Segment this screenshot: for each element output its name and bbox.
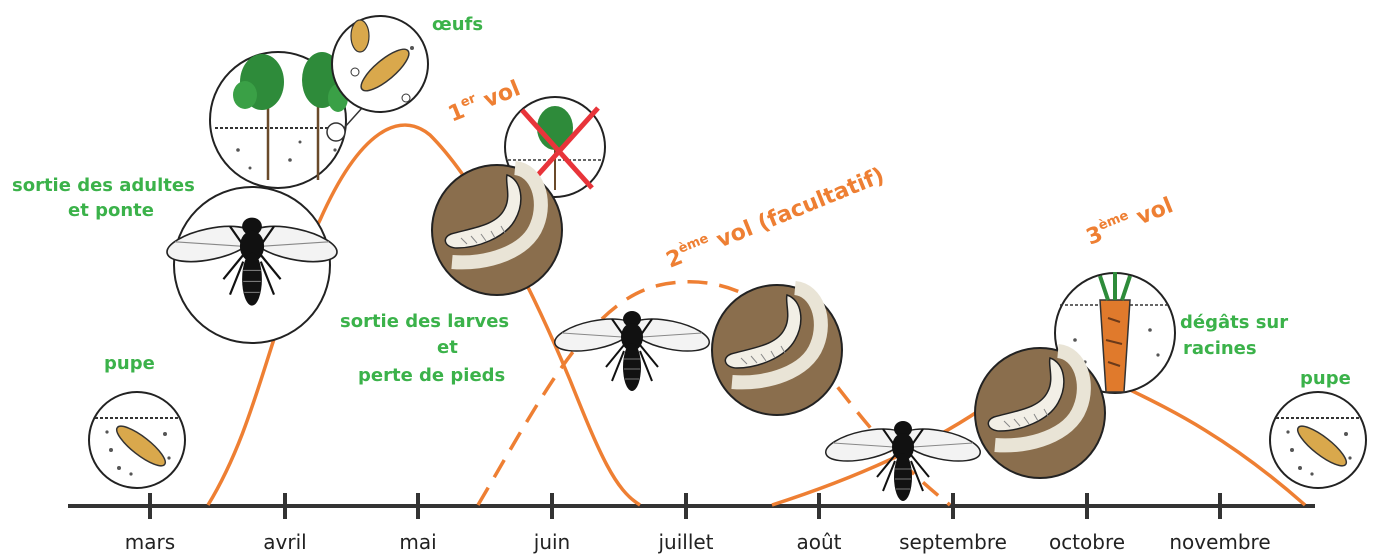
label-vol-2: 2ème vol (facultatif): [662, 161, 888, 273]
month-label: avril: [263, 530, 306, 554]
larva-in-soil-icon: [975, 348, 1105, 478]
label-sortie-larves-3: perte de pieds: [358, 365, 505, 386]
larva-in-soil-icon: [432, 165, 562, 295]
label-pupe-right: pupe: [1300, 368, 1351, 389]
carrot-fly-icon: [164, 187, 340, 343]
label-degats-2: racines: [1183, 338, 1257, 359]
label-pupe-left: pupe: [104, 353, 155, 374]
pupa-in-soil-icon: [89, 392, 185, 488]
flight-2-curve: [478, 282, 950, 505]
month-label: septembre: [899, 530, 1007, 554]
month-label: octobre: [1049, 530, 1125, 554]
month-label: juillet: [657, 530, 713, 554]
label-sortie-larves-2: et: [437, 337, 458, 358]
label-sortie-adultes-2: et ponte: [68, 200, 154, 221]
label-degats-1: dégâts sur: [1180, 312, 1288, 333]
month-label: novembre: [1169, 530, 1270, 554]
month-labels: mars avril mai juin juillet août septembre octo…: [125, 530, 1271, 554]
label-sortie-adultes-1: sortie des adultes: [12, 175, 195, 196]
month-label: mai: [399, 530, 436, 554]
larva-in-soil-icon: [712, 285, 842, 415]
label-sortie-larves-1: sortie des larves: [340, 311, 509, 332]
carrot-fly-icon: [552, 311, 712, 391]
label-vol-3: 3ème vol: [1082, 191, 1177, 250]
eggs-icon: [332, 16, 428, 112]
month-label: juin: [533, 530, 570, 554]
month-label: mars: [125, 530, 175, 554]
carrot-fly-icon: [823, 421, 983, 501]
label-oeufs: œufs: [432, 14, 483, 35]
pupa-in-soil-icon: [1270, 392, 1366, 488]
month-label: août: [796, 530, 841, 554]
